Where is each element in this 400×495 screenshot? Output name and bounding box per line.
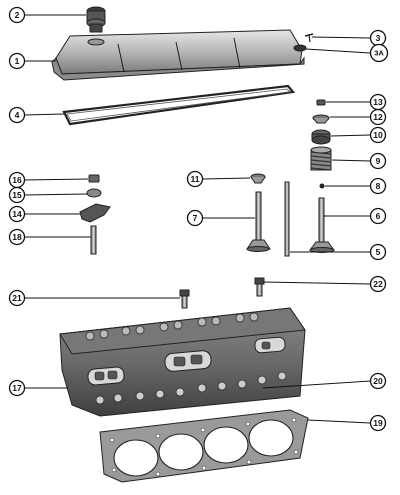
callout-label: 16 [12, 175, 22, 185]
callout-3: 3 [369, 29, 387, 47]
head-bolt-short [254, 277, 265, 297]
callout-label: 2 [15, 10, 20, 20]
valve-rotator [312, 114, 330, 124]
callout-label: 15 [12, 190, 22, 200]
callout-5: 5 [369, 243, 387, 261]
callout-label: 19 [373, 418, 383, 428]
rocker-stud [90, 225, 97, 255]
callout-22: 22 [369, 275, 387, 293]
callout-label: 20 [373, 376, 383, 386]
cylinder-head [59, 307, 306, 417]
callout-18: 18 [8, 228, 26, 246]
callout-label: 3A [374, 49, 384, 58]
callout-14: 14 [8, 205, 26, 223]
callout-12: 12 [369, 108, 387, 126]
callout-11: 11 [186, 170, 204, 188]
callout-label: 10 [373, 130, 383, 140]
push-rod [284, 181, 290, 257]
callout-19: 19 [369, 414, 387, 432]
callout-1: 1 [8, 52, 26, 70]
callout-label: 22 [373, 279, 383, 289]
intake-valve [246, 191, 271, 252]
intake-rotator [250, 173, 266, 184]
callout-16: 16 [8, 171, 26, 189]
callout-3a: 3A [369, 43, 389, 63]
callout-label: 5 [376, 247, 381, 257]
callout-label: 3 [376, 33, 381, 43]
valve-key [319, 183, 325, 189]
callout-7: 7 [186, 209, 204, 227]
callout-4: 4 [8, 106, 26, 124]
rocker-arm-cover [51, 29, 305, 81]
cover-grommet [293, 44, 307, 52]
callout-label: 7 [193, 213, 198, 223]
callout-label: 8 [376, 181, 381, 191]
callout-label: 9 [376, 156, 381, 166]
callout-label: 12 [373, 112, 383, 122]
callout-17: 17 [8, 379, 26, 397]
callout-label: 17 [12, 383, 22, 393]
callout-label: 21 [12, 293, 22, 303]
callout-6: 6 [369, 207, 387, 225]
rocker-cover-gasket [62, 84, 296, 126]
head-bolt-long [179, 289, 190, 309]
leader-lines [23, 14, 371, 424]
callout-2: 2 [8, 6, 26, 24]
rocker-nut [88, 174, 100, 183]
valve-spring [310, 146, 332, 171]
head-gasket [99, 409, 309, 483]
rocker-ball [86, 188, 102, 198]
callout-9: 9 [369, 152, 387, 170]
callout-21: 21 [8, 289, 26, 307]
callout-label: 13 [373, 97, 383, 107]
callout-label: 18 [12, 232, 22, 242]
oil-filler-cap [86, 6, 106, 33]
callout-label: 4 [15, 110, 20, 120]
callout-8: 8 [369, 177, 387, 195]
rocker-arm [79, 203, 111, 223]
valve-stem-seal [316, 99, 326, 106]
spring-cap [311, 129, 331, 145]
callout-15: 15 [8, 186, 26, 204]
callout-10: 10 [369, 126, 387, 144]
callout-13: 13 [369, 93, 387, 111]
callout-label: 11 [191, 174, 200, 184]
callout-label: 14 [12, 209, 22, 219]
callout-label: 6 [376, 211, 381, 221]
cover-screw [304, 33, 314, 43]
callout-20: 20 [369, 372, 387, 390]
exhaust-valve [309, 197, 335, 253]
callout-label: 1 [15, 56, 20, 66]
